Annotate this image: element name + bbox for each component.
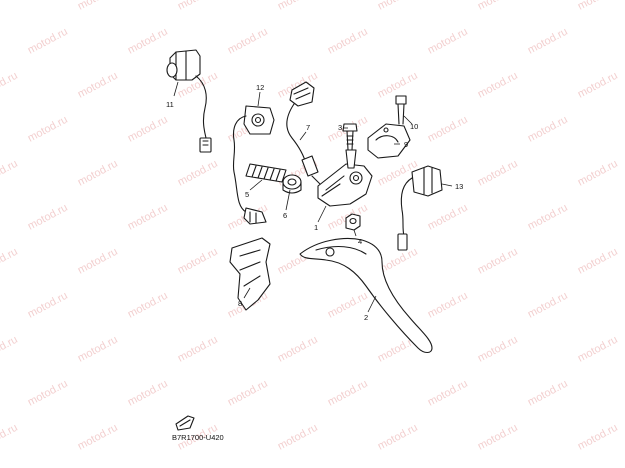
part-6-adjuster — [282, 174, 302, 194]
watermark-text: motod.ru — [126, 378, 170, 409]
part-11-left-switch — [166, 49, 212, 153]
watermark-text: motod.ru — [426, 290, 470, 321]
watermark-text: motod.ru — [0, 0, 20, 13]
part-3-bolt — [342, 123, 358, 151]
watermark-text: motod.ru — [476, 422, 520, 453]
part-1-lever-holder — [317, 149, 373, 207]
watermark-text: motod.ru — [576, 422, 620, 453]
watermark-text: motod.ru — [126, 202, 170, 233]
watermark-text: motod.ru — [176, 158, 220, 189]
watermark-text: motod.ru — [0, 246, 20, 277]
watermark-text: motod.ru — [476, 334, 520, 365]
callout-9: 9 — [404, 140, 408, 149]
watermark-text: motod.ru — [476, 246, 520, 277]
callout-2: 2 — [364, 313, 368, 322]
callout-13: 13 — [455, 182, 463, 191]
watermark-text: motod.ru — [176, 246, 220, 277]
callout-3: 3 — [338, 123, 342, 132]
leader-lines — [173, 81, 453, 313]
watermark-text: motod.ru — [276, 0, 320, 13]
watermark-text: motod.ru — [276, 334, 320, 365]
callout-6: 6 — [283, 211, 287, 220]
watermark-text: motod.ru — [476, 0, 520, 13]
watermark-text: motod.ru — [576, 70, 620, 101]
direction-symbol-icon — [175, 415, 195, 431]
watermark-text: motod.ru — [526, 290, 570, 321]
watermark-text: motod.ru — [226, 26, 270, 57]
watermark-text: motod.ru — [126, 290, 170, 321]
part-9-clamp — [367, 123, 411, 159]
part-13-right-switch — [397, 165, 443, 251]
watermark-text: motod.ru — [576, 0, 620, 13]
watermark-text: motod.ru — [426, 202, 470, 233]
watermark-text: motod.ru — [76, 334, 120, 365]
callout-7: 7 — [306, 123, 310, 132]
watermark-text: motod.ru — [26, 26, 70, 57]
part-12-switch-housing — [232, 105, 275, 225]
watermark-text: motod.ru — [176, 0, 220, 13]
watermark-text: motod.ru — [0, 422, 20, 453]
callout-5: 5 — [245, 190, 249, 199]
watermark-text: motod.ru — [326, 26, 370, 57]
watermark-text: motod.ru — [176, 334, 220, 365]
diagram-code: B7R1700-U420 — [172, 433, 224, 442]
watermark-text: motod.ru — [26, 290, 70, 321]
watermark-text: motod.ru — [576, 158, 620, 189]
part-5-rubber-boot — [245, 163, 287, 183]
part-2-lever — [299, 237, 433, 354]
watermark-text: motod.ru — [0, 70, 20, 101]
watermark-text: motod.ru — [76, 246, 120, 277]
watermark-text: motod.ru — [76, 158, 120, 189]
watermark-text: motod.ru — [76, 422, 120, 453]
callout-8: 8 — [238, 299, 242, 308]
callout-labels: 11 12 7 5 6 1 3 4 9 10 13 8 2 — [166, 83, 463, 322]
watermark-text: motod.ru — [526, 114, 570, 145]
watermark-text: motod.ru — [326, 378, 370, 409]
part-10-bolt — [395, 95, 407, 125]
part-7-cable — [286, 81, 323, 187]
watermark-text: motod.ru — [476, 70, 520, 101]
watermark-text: motod.ru — [476, 158, 520, 189]
watermark-text: motod.ru — [126, 114, 170, 145]
watermark-text: motod.ru — [276, 422, 320, 453]
callout-10: 10 — [410, 122, 418, 131]
watermark-text: motod.ru — [0, 158, 20, 189]
part-4-nut — [345, 213, 361, 231]
watermark-text: motod.ru — [126, 26, 170, 57]
watermark-text: motod.ru — [526, 26, 570, 57]
watermark-text: motod.ru — [0, 334, 20, 365]
watermark-text: motod.ru — [576, 246, 620, 277]
part-8-lever-guard — [229, 237, 271, 311]
watermark-text: motod.ru — [576, 334, 620, 365]
watermark-text: motod.ru — [26, 202, 70, 233]
callout-4: 4 — [358, 237, 362, 246]
watermark-text: motod.ru — [376, 422, 420, 453]
watermark-text: motod.ru — [376, 0, 420, 13]
watermark-text: motod.ru — [76, 0, 120, 13]
watermark-text: motod.ru — [26, 378, 70, 409]
watermark-text: motod.ru — [76, 70, 120, 101]
watermark-text: motod.ru — [526, 202, 570, 233]
callout-1: 1 — [314, 223, 318, 232]
watermark-text: motod.ru — [26, 114, 70, 145]
watermark-text: motod.ru — [426, 114, 470, 145]
watermark-text: motod.ru — [426, 378, 470, 409]
watermark-text: motod.ru — [226, 378, 270, 409]
callout-11: 11 — [166, 100, 174, 109]
callout-12: 12 — [256, 83, 264, 92]
watermark-text: motod.ru — [526, 378, 570, 409]
watermark-text: motod.ru — [426, 26, 470, 57]
